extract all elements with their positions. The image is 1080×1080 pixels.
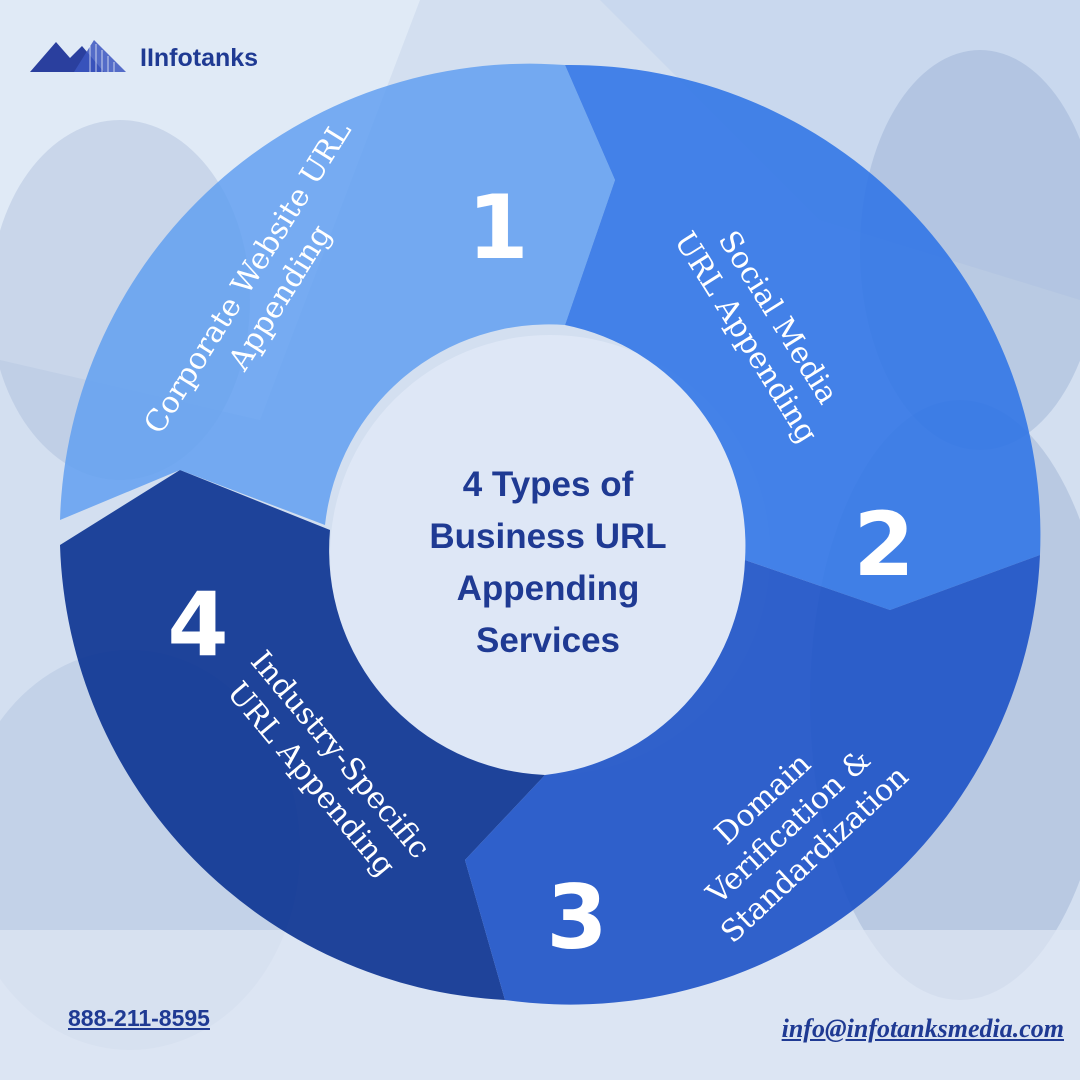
center-title-line-2: Business URL bbox=[429, 517, 666, 556]
segment-2-arrow bbox=[565, 64, 1041, 610]
segment-4-number: 4 bbox=[167, 573, 228, 676]
segment-2-number: 2 bbox=[853, 493, 914, 596]
center-title-line-1: 4 Types of bbox=[463, 465, 634, 504]
mountain-logo-icon bbox=[30, 36, 126, 80]
center-title-line-3: Appending bbox=[457, 569, 640, 608]
brand-name: IInfotanks bbox=[140, 43, 259, 72]
center-title: 4 Types of Business URL Appending Servic… bbox=[429, 465, 666, 660]
segment-3-label: Domain Verification & Standardization bbox=[699, 742, 915, 950]
phone-link[interactable]: 888-211-8595 bbox=[68, 1005, 210, 1031]
segment-3-number: 3 bbox=[546, 866, 607, 969]
segment-4-arrow bbox=[60, 470, 545, 1000]
center-title-line-4: Services bbox=[476, 621, 620, 660]
segment-1-number: 1 bbox=[467, 176, 528, 279]
segment-1-arrow bbox=[60, 63, 615, 525]
center-disc bbox=[330, 335, 770, 775]
segment-3-arrow bbox=[465, 555, 1040, 1005]
email-link[interactable]: info@infotanksmedia.com bbox=[781, 1014, 1064, 1043]
brand-header: IInfotanks bbox=[30, 36, 258, 80]
